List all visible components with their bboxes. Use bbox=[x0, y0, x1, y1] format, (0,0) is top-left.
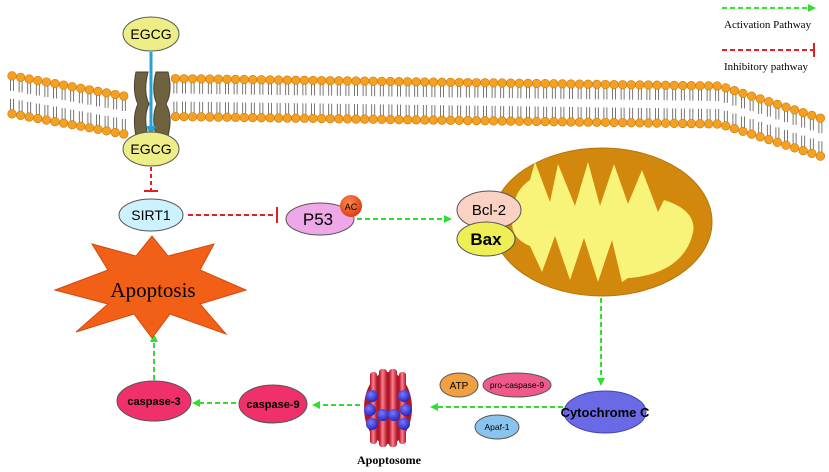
apaf1-label: Apaf-1 bbox=[484, 422, 509, 432]
caspase3-label: caspase-3 bbox=[127, 396, 180, 408]
caspase9-label: caspase-9 bbox=[246, 399, 299, 411]
cell-membrane bbox=[7, 71, 826, 161]
egcg-inside-node: EGCG bbox=[122, 131, 180, 167]
apoptosis-label: Apoptosis bbox=[110, 278, 195, 302]
apoptosis-node: Apoptosis bbox=[53, 235, 248, 339]
egcg-outside-label: EGCG bbox=[130, 26, 171, 42]
apaf1-node: Apaf-1 bbox=[474, 414, 520, 440]
egcg-outside-node: EGCG bbox=[122, 16, 180, 52]
sirt1-node: SIRT1 bbox=[118, 198, 184, 232]
legend: Activation Pathway Inhibitory pathway bbox=[722, 4, 816, 73]
mitochondrion bbox=[491, 147, 713, 297]
caspase3-node: caspase-3 bbox=[116, 380, 192, 422]
mitochondrion-cristae bbox=[512, 162, 694, 282]
legend-activation-label: Activation Pathway bbox=[724, 19, 812, 31]
bax-label: Bax bbox=[470, 230, 502, 249]
apoptosome-node: Apoptosome bbox=[357, 369, 422, 467]
acetyl-badge-label: AC bbox=[345, 202, 358, 212]
apoptosome-label: Apoptosome bbox=[357, 453, 422, 467]
bax-node: Bax bbox=[456, 221, 516, 257]
legend-inhibitory-label: Inhibitory pathway bbox=[724, 61, 809, 73]
caspase9-node: caspase-9 bbox=[238, 384, 308, 424]
p53-label: P53 bbox=[303, 210, 333, 229]
apoptosome-shape bbox=[364, 369, 412, 447]
cytochrome-c-label: Cytochrome C bbox=[561, 405, 650, 420]
bcl2-label: Bcl-2 bbox=[472, 202, 506, 219]
egcg-inside-label: EGCG bbox=[130, 141, 171, 157]
p53-node: P53 AC bbox=[285, 195, 362, 236]
atp-label: ATP bbox=[450, 381, 469, 392]
membrane-channel bbox=[133, 71, 171, 137]
pro-caspase9-node: pro-caspase-9 bbox=[482, 372, 552, 398]
atp-node: ATP bbox=[439, 372, 479, 398]
cytochrome-c-node: Cytochrome C bbox=[561, 390, 650, 434]
pro-caspase9-label: pro-caspase-9 bbox=[490, 380, 545, 390]
sirt1-label: SIRT1 bbox=[131, 207, 171, 223]
acetyl-badge bbox=[340, 195, 362, 217]
apoptosis-starburst bbox=[53, 235, 248, 339]
